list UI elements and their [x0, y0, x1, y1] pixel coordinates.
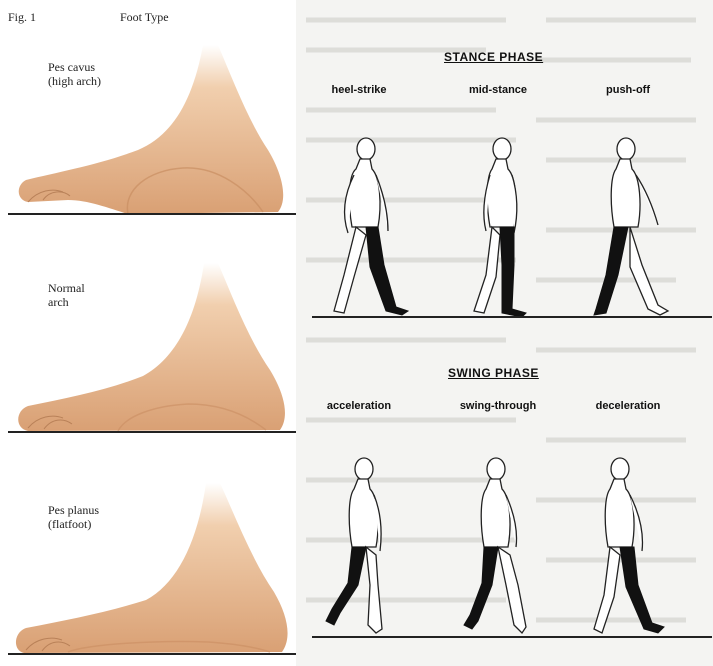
walking-figure-swing-through — [456, 455, 546, 640]
walking-figure-acceleration — [318, 455, 408, 640]
swing-stage-label: acceleration — [304, 400, 414, 412]
stance-phase-title: STANCE PHASE — [444, 50, 543, 64]
swing-ground-line — [312, 636, 712, 638]
stance-stage-label: heel-strike — [304, 84, 414, 96]
stance-stage-label: push-off — [573, 84, 683, 96]
figure-number: Fig. 1 — [8, 10, 36, 24]
walking-figure-heel-strike — [326, 135, 416, 320]
swing-phase-title: SWING PHASE — [448, 366, 539, 380]
gait-cycle-panel: STANCE PHASE heel-strike mid-stance push… — [296, 0, 713, 666]
walking-figure-push-off — [586, 135, 681, 320]
foot-illustration-normal — [8, 258, 296, 438]
foot-illustration-planus — [8, 478, 296, 660]
foot-illustration-cavus — [8, 40, 296, 225]
walking-figure-mid-stance — [464, 135, 544, 320]
stance-stage-label: mid-stance — [443, 84, 553, 96]
swing-stage-label: deceleration — [573, 400, 683, 412]
walking-figure-deceleration — [586, 455, 676, 640]
stance-ground-line — [312, 316, 712, 318]
swing-stage-label: swing-through — [443, 400, 553, 412]
foot-type-panel: Fig. 1 Foot Type Pes cavus (high arch) N… — [0, 0, 296, 666]
figure-title: Foot Type — [120, 10, 169, 24]
